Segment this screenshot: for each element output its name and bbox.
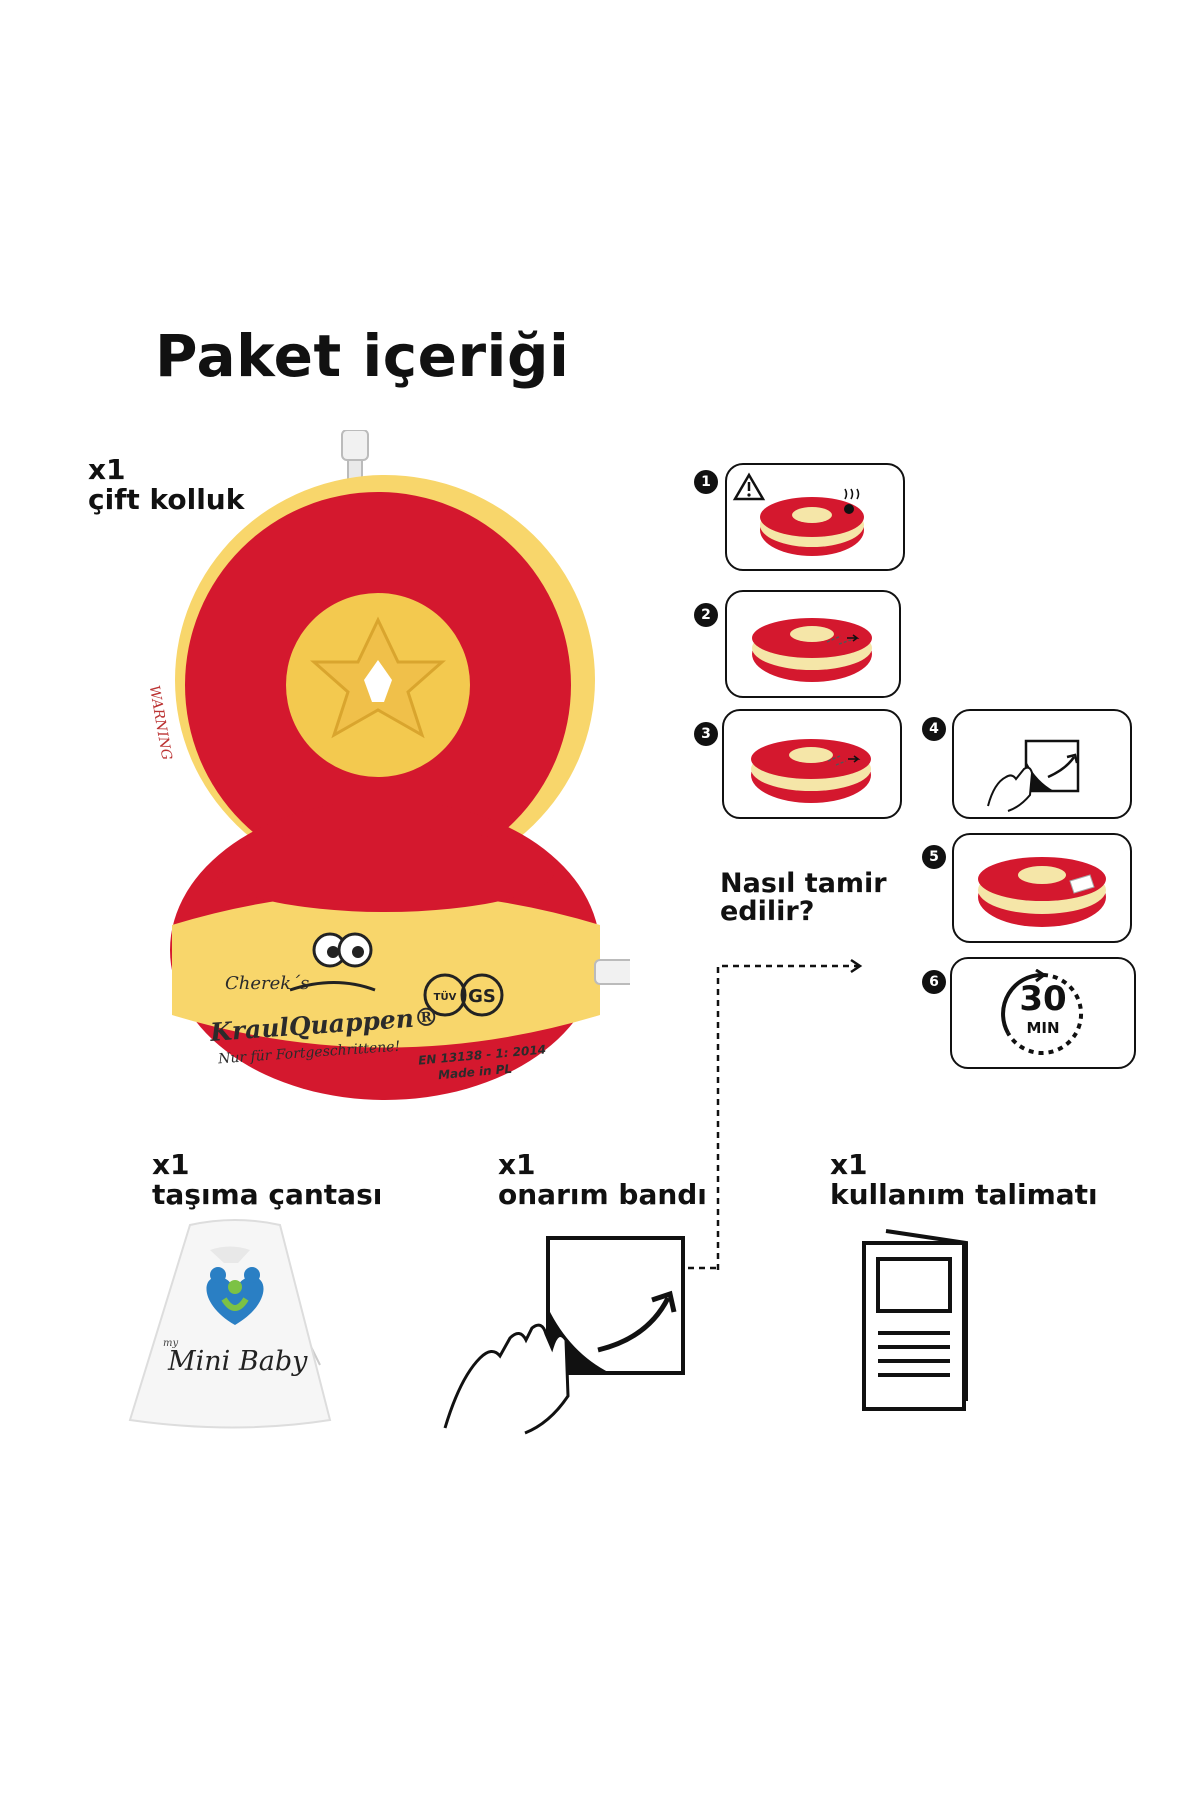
instruction-sheet-icon: [862, 1229, 968, 1411]
step-number-1: 1: [694, 470, 718, 494]
timer-value: 30: [1019, 979, 1067, 1019]
repair-step-2: [725, 590, 901, 698]
item-name: çift kolluk: [88, 483, 245, 516]
brand-small: Cherek´s: [225, 973, 310, 994]
item-qty: x1: [830, 1148, 868, 1181]
item-label-bag: x1 taşıma çantası: [152, 1150, 382, 1210]
item-qty: x1: [152, 1148, 190, 1181]
bag-logo-small: my: [163, 1338, 179, 1349]
repair-heading-line1: Nasıl tamir: [720, 868, 887, 899]
repair-step-5: [952, 833, 1132, 943]
armbands-illustration: WARNING TÜV GS: [146, 430, 630, 1100]
item-label-armbands: x1 çift kolluk: [88, 455, 244, 515]
item-name: taşıma çantası: [152, 1178, 383, 1211]
item-label-instructions: x1 kullanım talimatı: [830, 1150, 1098, 1210]
minibaby-logo-icon: [206, 1267, 264, 1325]
item-qty: x1: [88, 453, 126, 486]
repair-heading: Nasıl tamir edilir?: [720, 870, 887, 926]
step-number-5: 5: [922, 845, 946, 869]
item-name: kullanım talimatı: [830, 1178, 1098, 1211]
page-title: Paket içeriği: [155, 322, 570, 390]
step-number-2: 2: [694, 603, 718, 627]
step-number-4: 4: [922, 717, 946, 741]
connector-arrow: [688, 958, 863, 1270]
tape-peel-icon: [987, 739, 1080, 812]
carry-bag-icon: [128, 1219, 332, 1429]
repair-heading-line2: edilir?: [720, 896, 815, 927]
cert-tuv: TÜV: [434, 989, 457, 1003]
timer-icon: [1001, 969, 1084, 1055]
repair-step-1: [725, 463, 905, 571]
item-label-repair-tape: x1 onarım bandı: [498, 1150, 707, 1210]
step-number-3: 3: [694, 722, 718, 746]
step-number-6: 6: [922, 970, 946, 994]
item-name: onarım bandı: [498, 1178, 707, 1211]
bag-logo-text: Mini Baby: [168, 1346, 308, 1377]
repair-step-3: [722, 709, 902, 819]
repair-step-6: 30 MIN: [950, 957, 1136, 1069]
warning-icon: [732, 472, 766, 501]
repair-step-4: [952, 709, 1132, 819]
cert-gs: GS: [468, 986, 496, 1007]
repair-tape-icon: [443, 1236, 685, 1435]
item-qty: x1: [498, 1148, 536, 1181]
timer-unit: MIN: [1026, 1019, 1060, 1037]
side-warning-text: WARNING: [146, 684, 175, 761]
